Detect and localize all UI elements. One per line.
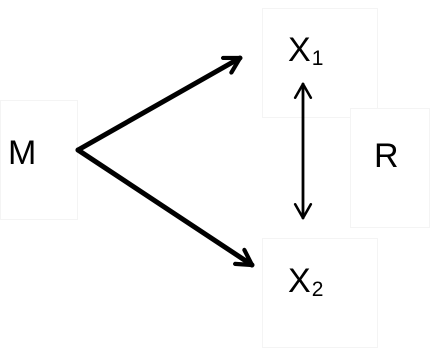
node-m-text: M <box>8 134 37 172</box>
node-x2-text: X <box>288 262 311 300</box>
node-label-r: R <box>374 139 399 173</box>
node-box-r <box>350 108 430 228</box>
node-x1-text: X <box>288 31 311 69</box>
node-box-x2 <box>262 238 378 348</box>
node-label-x1: X1 <box>288 31 324 70</box>
node-x2-subscript: 2 <box>311 278 324 301</box>
node-label-m: M <box>8 136 36 170</box>
edge-m-to-x1 <box>75 55 243 153</box>
node-label-x2: X2 <box>288 262 324 301</box>
node-box-m <box>0 100 78 220</box>
node-r-text: R <box>374 137 399 175</box>
node-box-x1 <box>262 8 378 118</box>
node-x1-subscript: 1 <box>311 47 324 70</box>
edge-m-to-x2 <box>75 147 255 268</box>
